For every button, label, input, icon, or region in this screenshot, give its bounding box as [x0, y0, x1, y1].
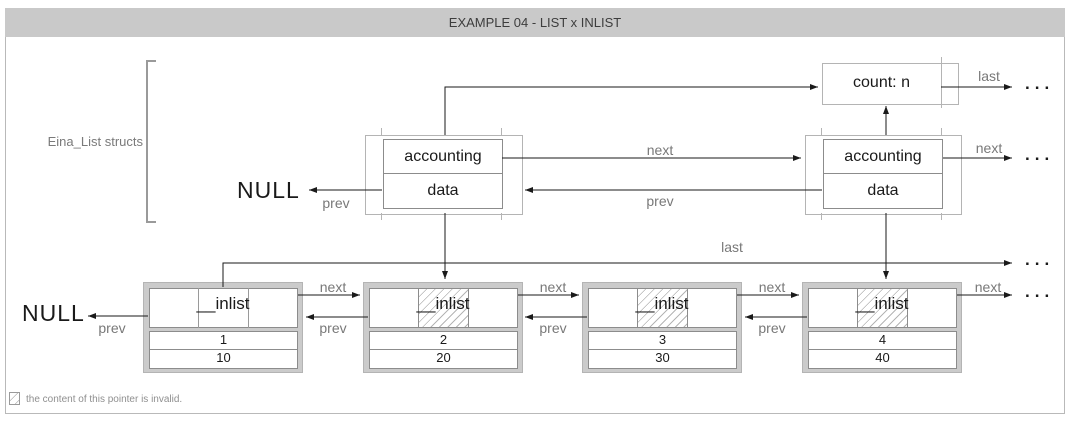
- node-value: 30: [588, 349, 737, 369]
- bracket-bottom-stub: [146, 221, 156, 223]
- inlist-node-2: __inlist 2 20: [363, 282, 523, 373]
- eina-list-node-1: accounting data: [365, 135, 523, 215]
- ellipsis: ...: [1025, 145, 1055, 164]
- prev-label: prev: [646, 193, 674, 209]
- eina-list-structs-label: Eina_List structs: [47, 134, 143, 149]
- tick: [941, 213, 942, 220]
- tick: [821, 213, 822, 220]
- inlist-pointer-row: [149, 288, 298, 328]
- invalid-pointer-hatch: [857, 288, 908, 328]
- ellipsis: ...: [1025, 250, 1055, 269]
- prev-label: prev: [319, 320, 347, 336]
- node-value: 20: [369, 349, 518, 369]
- invalid-pointer-hatch: [637, 288, 688, 328]
- ellipsis: ...: [1025, 74, 1055, 93]
- cell-divider: [248, 288, 249, 328]
- prev-label: prev: [98, 320, 126, 336]
- cell-divider: [198, 288, 199, 328]
- inlist-field-label: __inlist: [196, 294, 250, 313]
- next-label: next: [646, 142, 674, 158]
- next-label: next: [974, 279, 1002, 295]
- last-label: last: [721, 239, 743, 255]
- title-bar: EXAMPLE 04 - LIST x INLIST: [5, 8, 1065, 37]
- inlist-node-1: __inlist 1 10: [143, 282, 303, 373]
- next-label: next: [975, 140, 1003, 156]
- next-label: next: [319, 279, 347, 295]
- diagram-title: EXAMPLE 04 - LIST x INLIST: [448, 15, 622, 30]
- last-label: last: [978, 68, 1000, 84]
- next-label: next: [539, 279, 567, 295]
- eina-list-node-2: accounting data: [805, 135, 962, 215]
- node-value: 40: [808, 349, 957, 369]
- bracket-vertical: [146, 60, 148, 223]
- inlist-node-3: __inlist 3 30: [582, 282, 742, 373]
- accounting-field: accounting: [823, 139, 943, 175]
- count-box: [822, 63, 959, 105]
- tick: [941, 128, 942, 135]
- ellipsis: ...: [1025, 282, 1055, 301]
- tick: [821, 128, 822, 135]
- node-value: 10: [149, 349, 298, 369]
- count-box-divider: [941, 57, 942, 108]
- data-field: data: [823, 173, 943, 209]
- prev-label: prev: [758, 320, 786, 336]
- invalid-hatch-swatch: [9, 392, 20, 405]
- inlist-node-4: __inlist 4 40: [802, 282, 962, 373]
- tick: [501, 128, 502, 135]
- inlist-field-label: __inlist: [416, 294, 470, 313]
- tick: [381, 128, 382, 135]
- invalid-pointer-hatch: [418, 288, 469, 328]
- null-lower: NULL: [22, 300, 85, 326]
- tick: [381, 213, 382, 220]
- accounting-field: accounting: [383, 139, 503, 175]
- next-label: next: [758, 279, 786, 295]
- inlist-field-label: __inlist: [635, 294, 689, 313]
- count-box-label: count: n: [853, 74, 910, 91]
- legend-text: the content of this pointer is invalid.: [26, 394, 183, 405]
- inlist-field-label: __inlist: [855, 294, 909, 313]
- tick: [501, 213, 502, 220]
- prev-label: prev: [322, 195, 350, 211]
- null-upper: NULL: [237, 177, 300, 203]
- data-field: data: [383, 173, 503, 209]
- prev-label: prev: [539, 320, 567, 336]
- bracket-top-stub: [146, 60, 156, 62]
